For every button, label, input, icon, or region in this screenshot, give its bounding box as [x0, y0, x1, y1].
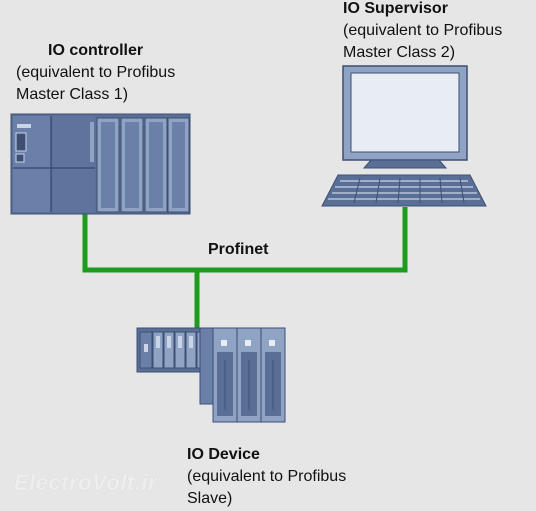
- watermark: ElectroVolt.ir: [14, 470, 158, 495]
- cable-supervisor: [197, 207, 408, 273]
- io-device-title: IO Device: [187, 446, 260, 463]
- io-controller-title: IO controller: [48, 42, 144, 59]
- io-supervisor-desc-line1: (equivalent to Profibus: [343, 22, 503, 39]
- io-controller-label: IO controller (equivalent to Profibus Ma…: [16, 40, 175, 106]
- cable-controller: [82, 214, 197, 273]
- computer-icon: [321, 65, 487, 207]
- distributed-io-icon: [136, 327, 286, 423]
- io-controller-desc-line1: (equivalent to Profibus: [16, 64, 176, 81]
- io-controller-desc-line2: Master Class 1): [16, 86, 129, 103]
- profinet-cables: [82, 207, 408, 328]
- io-device-desc-line2: Slave): [187, 490, 233, 507]
- io-supervisor-label: IO Supervisor (equivalent to Profibus Ma…: [343, 0, 502, 64]
- io-device-desc-line1: (equivalent to Profibus: [187, 468, 347, 485]
- io-supervisor-title: IO Supervisor: [343, 0, 448, 17]
- io-device-label: IO Device (equivalent to Profibus Slave): [187, 444, 346, 510]
- plc-rack-icon: [10, 113, 191, 215]
- profinet-label: Profinet: [208, 241, 269, 258]
- io-supervisor-desc-line2: Master Class 2): [343, 44, 456, 61]
